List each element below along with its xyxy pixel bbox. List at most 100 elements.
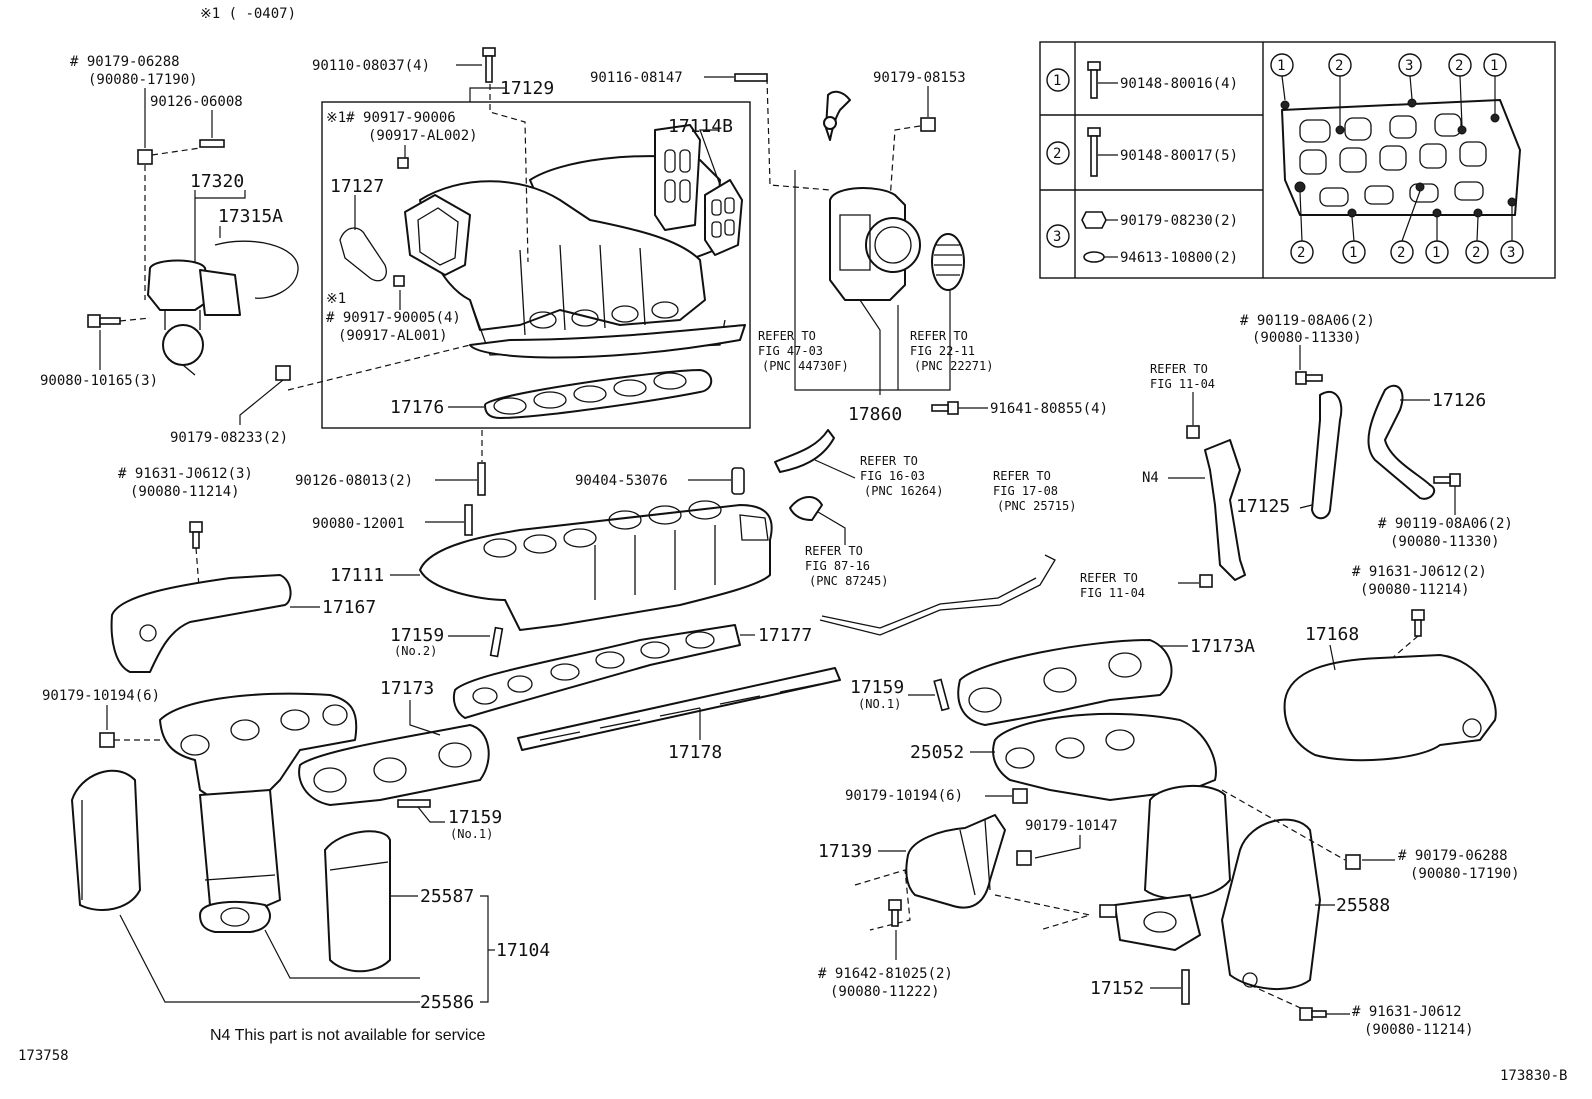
label-17173: 17173 — [380, 678, 434, 699]
ref-code-left: 173758 — [18, 1048, 69, 1064]
label-90179-08153: 90179-08153 — [873, 70, 966, 86]
label-17114b: 17114B — [668, 116, 733, 137]
label-17125: 17125 — [1236, 496, 1290, 517]
ref47-line1: REFER TO — [758, 329, 816, 343]
hose-87245-part — [789, 496, 823, 521]
label-90126-08013: 90126-08013(2) — [295, 473, 413, 489]
gasket-17173-part — [298, 724, 490, 806]
label-17177: 17177 — [758, 625, 812, 646]
nut-90179-06288-a — [137, 149, 153, 165]
label-x1: ※1 — [326, 291, 346, 307]
heat-insulator-25586-part — [71, 769, 141, 911]
legend-row-1: 1 90148-80016(4) — [1046, 61, 1238, 99]
stud-90116-08147 — [734, 73, 768, 82]
nut-90917-90005 — [393, 275, 405, 287]
svg-text:1: 1 — [1490, 58, 1498, 74]
ref17-line3: (PNC 25715) — [997, 499, 1076, 513]
label-90126-06008: 90126-06008 — [150, 94, 243, 110]
label-91631-j0612-c: # 91631-J0612 — [1352, 1004, 1462, 1020]
gasket-17177-part — [452, 624, 741, 719]
gasket-17176-part — [484, 369, 713, 419]
heat-insulator-25588-part — [1221, 818, 1321, 991]
nut-90179-10147 — [1016, 850, 1032, 866]
svg-text:1: 1 — [1277, 58, 1285, 74]
svg-text:2: 2 — [1335, 58, 1343, 74]
label-90179-08233: 90179-08233(2) — [170, 430, 288, 446]
label-17104: 17104 — [496, 940, 550, 961]
bolt-90080-10165 — [87, 314, 121, 328]
svg-text:1: 1 — [1053, 73, 1061, 89]
svg-text:3: 3 — [1405, 58, 1413, 74]
label-no1-a: (No.1) — [450, 827, 493, 841]
label-90404-53076: 90404-53076 — [575, 473, 668, 489]
ref16-line2: FIG 16-03 — [860, 469, 925, 483]
label-90179-10194-a: 90179-10194(6) — [42, 688, 160, 704]
label-90917-90005: # 90917-90005(4) — [326, 310, 461, 326]
svg-text:1: 1 — [1349, 245, 1357, 261]
ref22-line3: (PNC 22271) — [914, 359, 993, 373]
label-17139: 17139 — [818, 841, 872, 862]
label-25052: 25052 — [910, 742, 964, 763]
label-90917-al002: (90917-AL002) — [368, 128, 478, 144]
label-17127: 17127 — [330, 176, 384, 197]
legend-90148-80017: 90148-80017(5) — [1120, 148, 1238, 164]
ref47-line2: FIG 47-03 — [758, 344, 823, 358]
label-no2: (No.2) — [394, 644, 437, 658]
label-90080-11214-c: (90080-11214) — [1364, 1022, 1474, 1038]
gasket-17173a-part — [957, 639, 1173, 726]
label-90110-08037: 90110-08037(4) — [312, 58, 430, 74]
ref17-line1: REFER TO — [993, 469, 1051, 483]
nut-90179-10194-b — [1012, 788, 1028, 804]
label-90179-10194-b: 90179-10194(6) — [845, 788, 963, 804]
label-90080-11214-b: (90080-11214) — [1360, 582, 1470, 598]
bolt-90119-08a06-b — [1433, 473, 1461, 487]
ref16-line3: (PNC 16264) — [864, 484, 943, 498]
label-90080-12001: 90080-12001 — [312, 516, 405, 532]
legend-row-3: 3 90179-08230(2) 94613-10800(2) — [1046, 211, 1238, 266]
ref22-line2: FIG 22-11 — [910, 344, 975, 358]
label-17159-no2: 17159 — [390, 625, 444, 646]
label-17178: 17178 — [668, 742, 722, 763]
leader-17114b — [699, 129, 721, 186]
exhaust-manifold-left-part — [159, 692, 358, 811]
catalytic-converter-left-part — [199, 789, 281, 916]
legend-row-2: 2 90148-80017(5) — [1046, 127, 1238, 177]
bracket-17139-part — [905, 814, 1006, 909]
svg-text:2: 2 — [1455, 58, 1463, 74]
label-90179-10147: 90179-10147 — [1025, 818, 1118, 834]
label-91642-81025: # 91642-81025(2) — [818, 966, 953, 982]
label-25588: 25588 — [1336, 895, 1390, 916]
label-25587: 25587 — [420, 886, 474, 907]
nut-90179-10194-a — [99, 732, 115, 748]
label-90080-10165: 90080-10165(3) — [40, 373, 158, 389]
svg-text:3: 3 — [1053, 229, 1061, 245]
label-17159-no1-b: 17159 — [850, 677, 904, 698]
legend-gasket-part — [1280, 98, 1521, 218]
label-90179-06288-b: # 90179-06288 — [1398, 848, 1508, 864]
legend-gasket-callouts-top: 1 2 3 2 1 — [1270, 53, 1507, 127]
bolt-91642-81025 — [888, 899, 902, 927]
header-note: ※1 ( -0407) — [200, 6, 296, 22]
nut-90179-08233 — [275, 365, 291, 381]
label-n4: N4 — [1142, 470, 1159, 486]
label-90080-11222: (90080-11222) — [830, 984, 940, 1000]
bolt-ref11b — [1199, 574, 1213, 588]
pipe-25715-part — [819, 554, 1056, 636]
svg-text:2: 2 — [1397, 245, 1405, 261]
label-25586: 25586 — [420, 992, 474, 1013]
throttle-body-17860-part — [823, 90, 921, 301]
label-90080-17190-b: (90080-17190) — [1410, 866, 1520, 882]
ref11b-line2: FIG 11-04 — [1080, 586, 1145, 600]
stud-17159-no1-a — [397, 799, 431, 808]
label-17315a: 17315A — [218, 206, 283, 227]
gasket-17127-part — [339, 227, 387, 282]
ref17-line2: FIG 17-08 — [993, 484, 1058, 498]
ref-code-right: 173830-B — [1500, 1068, 1567, 1084]
label-90080-11214-a: (90080-11214) — [130, 484, 240, 500]
heat-insulator-17168-part — [1283, 654, 1497, 762]
catalytic-converter-right-part — [1099, 784, 1231, 951]
bolt-91631-j0612-b — [1411, 609, 1425, 637]
ref87-line1: REFER TO — [805, 544, 863, 558]
stud-90126-08013 — [477, 462, 486, 496]
label-17860: 17860 — [848, 404, 902, 425]
